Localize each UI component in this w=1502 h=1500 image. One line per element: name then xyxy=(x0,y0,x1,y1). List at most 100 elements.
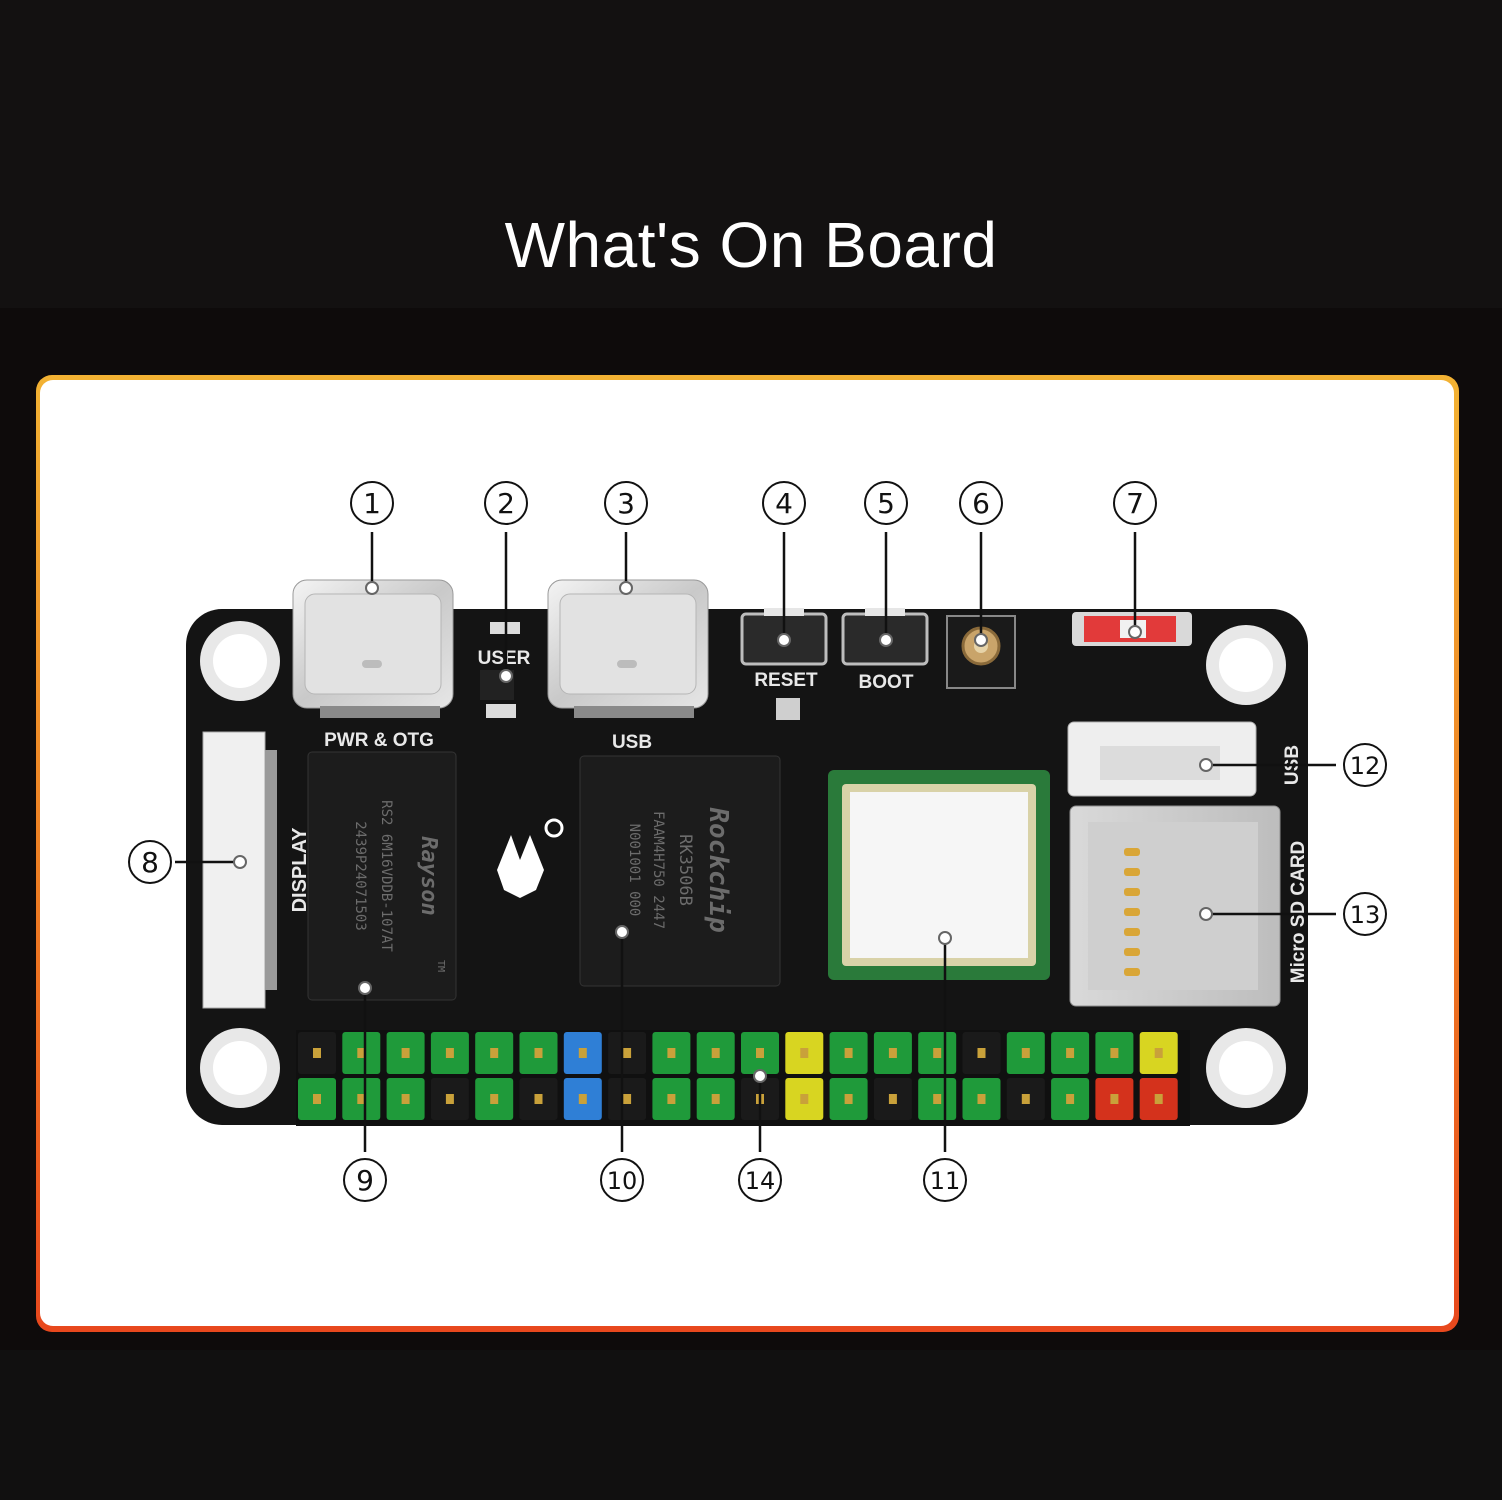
gpio-pin-contact xyxy=(1066,1048,1075,1058)
silk-micro-sd: Micro SD CARD xyxy=(1288,841,1309,984)
ram-chip: Rayson TM RS2 6M16VDDB-107AT 2439P240715… xyxy=(307,751,457,1001)
silk-display: DISPLAY xyxy=(289,827,311,913)
callout-2: 2 xyxy=(484,481,528,525)
display-connector xyxy=(202,731,277,1009)
soc-brand: Rockchip xyxy=(703,807,733,932)
svg-text:9: 9 xyxy=(356,1164,374,1197)
gpio-pin-contact xyxy=(534,1094,543,1104)
gpio-pin-contact xyxy=(357,1048,366,1058)
gpio-pin-contact xyxy=(357,1094,366,1104)
svg-text:5: 5 xyxy=(877,487,895,520)
callout-12: 12 xyxy=(1343,743,1387,787)
gpio-pin-contact xyxy=(667,1094,676,1104)
callout-1: 1 xyxy=(350,481,394,525)
ram-code: 2439P24071503 xyxy=(352,821,368,931)
gpio-pin-contact xyxy=(888,1094,897,1104)
usb-c-usb-connector xyxy=(547,579,709,718)
callout-dots xyxy=(233,581,1213,1083)
gpio-pin-contact xyxy=(401,1048,410,1058)
mounting-hole-top-right xyxy=(1206,625,1286,705)
svg-text:7: 7 xyxy=(1126,487,1144,520)
gpio-pin-contact xyxy=(800,1048,809,1058)
svg-text:13: 13 xyxy=(1350,901,1381,929)
header-band xyxy=(0,0,1502,308)
ram-tm: TM xyxy=(435,960,446,972)
callout-14: 14 xyxy=(738,1158,782,1202)
gpio-pin-contact xyxy=(1154,1094,1163,1104)
gpio-pin-contact xyxy=(445,1048,454,1058)
callout-13: 13 xyxy=(1343,892,1387,936)
gpio-pin-contact xyxy=(1110,1094,1119,1104)
mounting-hole-top-left xyxy=(200,621,280,701)
svg-text:2: 2 xyxy=(497,487,515,520)
gpio-pin-contact xyxy=(313,1094,321,1104)
wireless-module xyxy=(828,770,1050,980)
soc-line1: FAAM4H750 2447 xyxy=(650,811,666,929)
silk-pwr-otg: PWR & OTG xyxy=(324,730,434,751)
gpio-header xyxy=(296,1030,1190,1126)
soc-chip: Rockchip RK3506B FAAM4H750 2447 N001001 … xyxy=(579,755,781,987)
silk-user: USER xyxy=(478,648,531,669)
callout-10: 10 xyxy=(600,1158,644,1202)
gpio-pin-contact xyxy=(578,1094,587,1104)
gpio-pin-contact xyxy=(844,1048,853,1058)
gpio-pin-contact xyxy=(800,1094,809,1104)
callout-4: 4 xyxy=(762,481,806,525)
callout-lines xyxy=(175,532,1336,1152)
usb-header-connector xyxy=(1067,721,1257,797)
micro-sd-slot xyxy=(1069,805,1281,1007)
gpio-pin-contact xyxy=(844,1094,853,1104)
gpio-pin-contact xyxy=(490,1048,499,1058)
callout-8: 8 xyxy=(128,840,172,884)
svg-text:14: 14 xyxy=(745,1167,776,1195)
gpio-pin-contact xyxy=(1021,1048,1030,1058)
gpio-pin-contact xyxy=(711,1094,720,1104)
crystal xyxy=(776,698,800,720)
gpio-pin-contact xyxy=(711,1048,720,1058)
gpio-pin-contact xyxy=(490,1094,499,1104)
soc-line2: N001001 000 xyxy=(626,824,642,917)
gpio-pin-contact xyxy=(977,1094,986,1104)
svg-text:11: 11 xyxy=(930,1167,961,1195)
luckfox-logo xyxy=(497,818,564,898)
silk-reset: RESET xyxy=(754,670,818,691)
svg-text:12: 12 xyxy=(1350,752,1381,780)
silk-usb: USB xyxy=(612,732,652,753)
gpio-pin-contact xyxy=(313,1048,321,1058)
gpio-pin-contact xyxy=(1110,1048,1119,1058)
footer-band xyxy=(0,1350,1502,1500)
svg-text:3: 3 xyxy=(617,487,635,520)
gpio-pin-contact xyxy=(623,1094,632,1104)
callout-11: 11 xyxy=(923,1158,967,1202)
gpio-pin-contact xyxy=(578,1048,587,1058)
usb-c-pwr-otg-connector xyxy=(292,579,454,718)
gpio-pin-contact xyxy=(977,1048,986,1058)
svg-text:1: 1 xyxy=(363,487,381,520)
gpio-pin-contact xyxy=(1154,1048,1163,1058)
page-title: What's On Board xyxy=(504,209,998,281)
callout-3: 3 xyxy=(604,481,648,525)
gpio-pin-contact xyxy=(534,1048,543,1058)
callout-9: 9 xyxy=(343,1158,387,1202)
gpio-pin-contact xyxy=(756,1048,764,1058)
soc-model: RK3506B xyxy=(675,834,695,906)
gpio-pin-contact xyxy=(933,1094,942,1104)
gpio-pin-contact xyxy=(667,1048,676,1058)
gpio-pin-contact xyxy=(1021,1094,1030,1104)
svg-text:6: 6 xyxy=(972,487,990,520)
gpio-pin-contact xyxy=(623,1048,632,1058)
callout-5: 5 xyxy=(864,481,908,525)
mounting-hole-bottom-right xyxy=(1206,1028,1286,1108)
callout-6: 6 xyxy=(959,481,1003,525)
svg-text:4: 4 xyxy=(775,487,793,520)
silk-boot: BOOT xyxy=(859,672,914,693)
svg-text:8: 8 xyxy=(141,846,159,879)
ram-part: RS2 6M16VDDB-107AT xyxy=(378,800,394,952)
mounting-hole-bottom-left xyxy=(200,1028,280,1108)
ram-brand: Rayson xyxy=(416,836,441,915)
gpio-pin-contact xyxy=(401,1094,410,1104)
gpio-pin-contact xyxy=(933,1048,942,1058)
gpio-pin-contact xyxy=(888,1048,897,1058)
callout-7: 7 xyxy=(1113,481,1157,525)
